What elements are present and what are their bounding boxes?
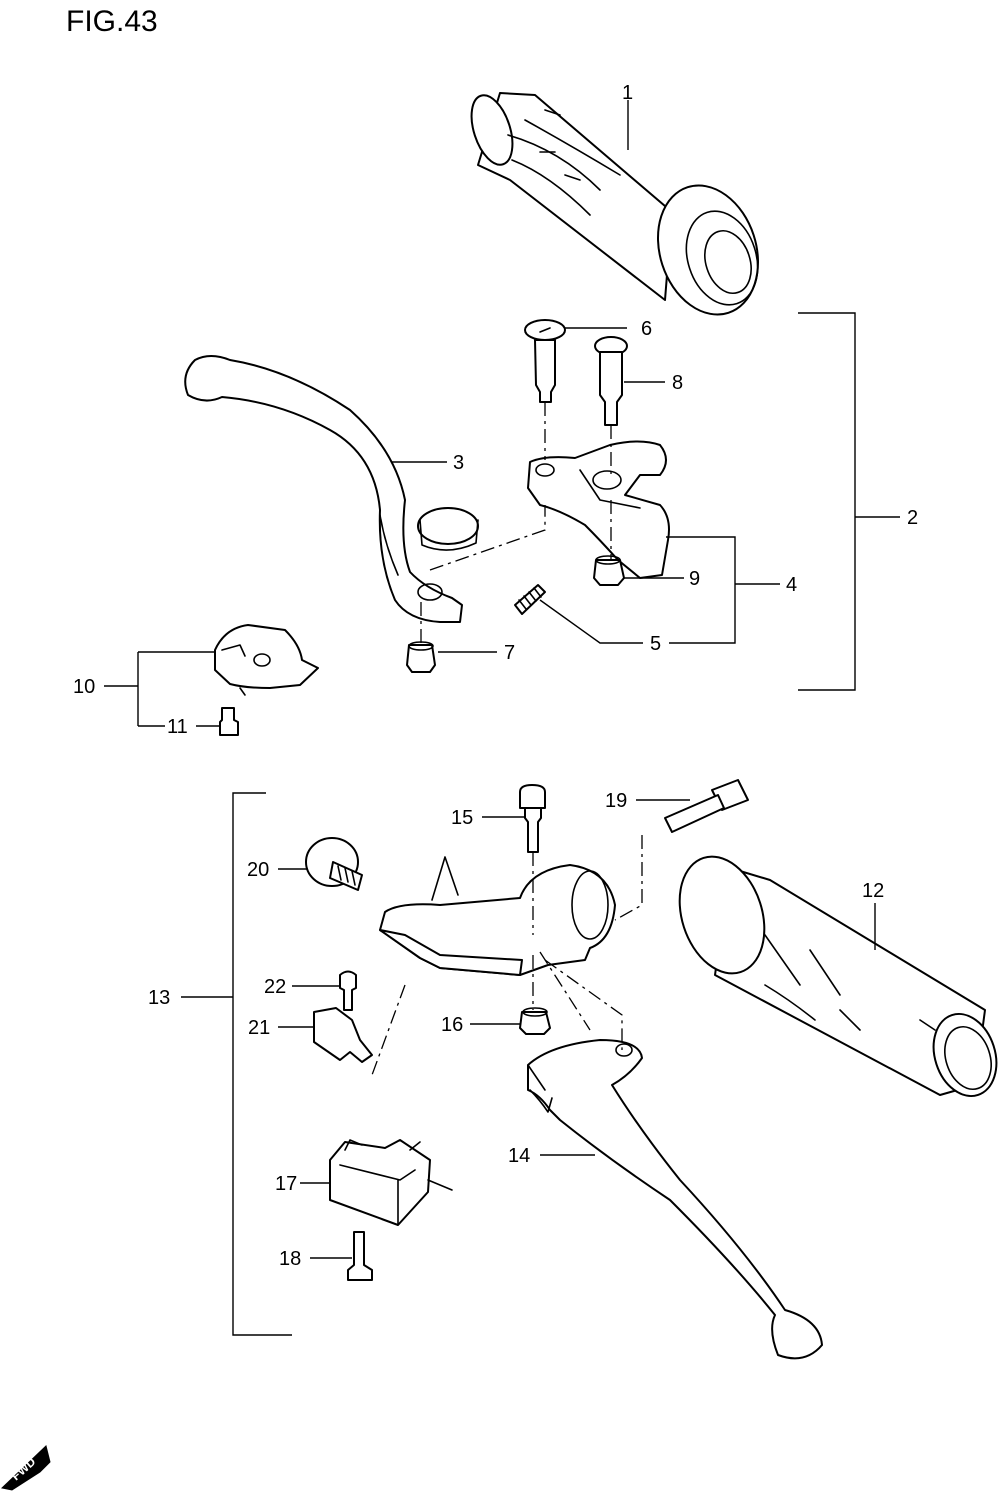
part-6-bolt: [524, 319, 566, 403]
callout-12: 12: [862, 880, 884, 902]
fwd-direction-badge: FWD: [0, 1445, 51, 1491]
part-3-lever: [184, 355, 479, 623]
callout-20: 20: [247, 859, 269, 881]
callout-5: 5: [650, 633, 661, 655]
part-10-switch: [214, 624, 319, 696]
callout-22: 21: [248, 1017, 270, 1039]
part-17-switch: [329, 1139, 453, 1226]
callout-13: 13: [148, 987, 170, 1009]
callout-1: 1: [622, 82, 633, 104]
part-18-screw: [347, 1231, 373, 1281]
part-21-clip: [313, 1007, 373, 1063]
figure-title: FIG.43: [66, 5, 158, 38]
callout-17: 17: [275, 1173, 297, 1195]
part-11-screw: [219, 707, 239, 736]
part-8-bolt: [594, 336, 628, 426]
callout-14: 14: [508, 1145, 530, 1167]
callout-9: 9: [689, 568, 700, 590]
callout-6: 6: [641, 318, 652, 340]
callout-10: 10: [73, 676, 95, 698]
callout-3: 3: [453, 452, 464, 474]
part-20-adjuster: [305, 837, 363, 891]
part-14-clutch-lever: [527, 1039, 823, 1360]
part-4-bracket: [527, 440, 670, 579]
callout-4: 4: [786, 574, 797, 596]
part-9-nut: [593, 555, 625, 586]
part-15-bolt: [519, 784, 546, 853]
callout-15: 15: [451, 807, 473, 829]
part-19-bolt: [664, 779, 749, 833]
part-5-spring: [514, 584, 546, 615]
part-13-holder: [379, 856, 616, 976]
callout-18: 18: [279, 1248, 301, 1270]
part-12-grip: [678, 855, 998, 1098]
callout-7: 7: [504, 642, 515, 664]
part-22-screw: [339, 970, 357, 1011]
callout-2: 2: [907, 507, 918, 529]
callout-16: 16: [441, 1014, 463, 1036]
callout-11: 11: [167, 716, 188, 738]
callout-21: 22: [264, 976, 286, 998]
part-1-grip: [470, 92, 759, 316]
part-16-nut: [519, 1007, 551, 1035]
part-7-nut: [406, 641, 436, 673]
callout-19: 19: [605, 790, 627, 812]
callout-8: 8: [672, 372, 683, 394]
